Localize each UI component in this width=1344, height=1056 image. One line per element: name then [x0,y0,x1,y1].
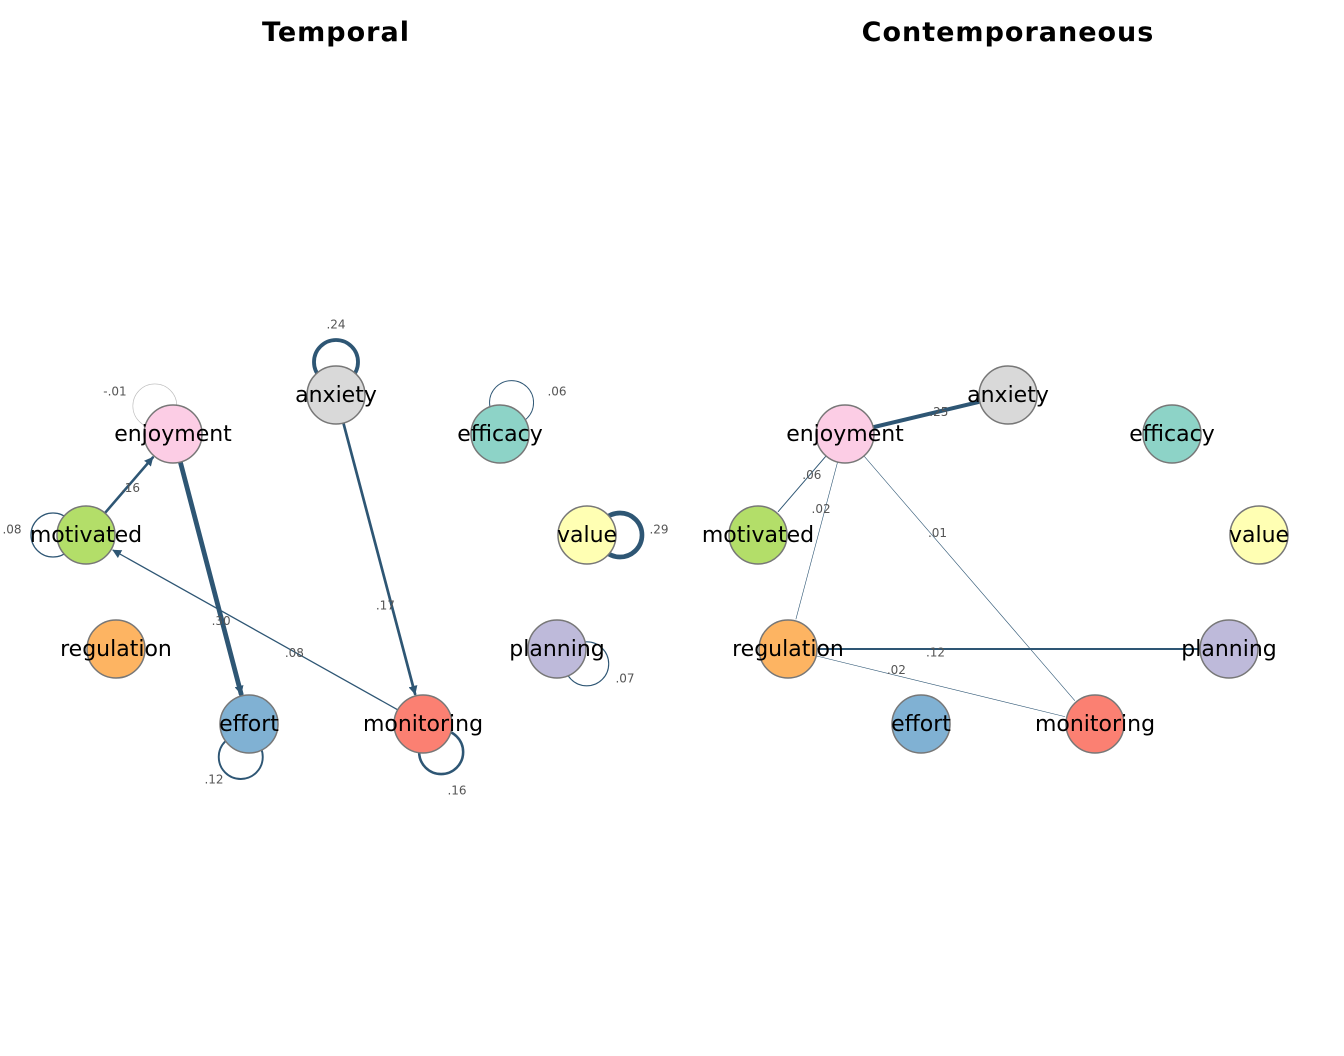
node-efficacy [1142,404,1202,464]
node-label-enjoyment: enjoyment [786,422,904,447]
node-effort [891,694,951,754]
node-label-motivated: motivated [702,523,814,548]
self-loop-label-effort: .12 [204,773,223,787]
edge-enjoyment-monitoring [863,455,1076,701]
edge-label-enjoyment-monitoring: .01 [928,526,947,540]
temporal-panel: Temporal .16 .30 .17 .08 .24 -.01 .06 .08 .29 .07… [2,17,668,798]
node-effort [219,694,279,754]
edge-enjoyment-regulation [795,461,838,620]
temporal-nodes: anxiety efficacy enjoyment motivated value re… [30,365,617,754]
edge-label-motivated-enjoyment: .16 [121,481,140,495]
node-label-enjoyment: enjoyment [114,422,232,447]
self-loop-label-value: .29 [649,523,668,537]
node-label-effort: effort [891,712,951,737]
node-regulation [86,619,146,679]
node-label-value: value [1229,523,1289,548]
edge-enjoyment-motivated [777,455,827,512]
self-loop-label-motivated: .08 [2,523,21,537]
node-anxiety [978,365,1038,425]
edge-enjoyment-effort [177,459,244,697]
edge-label-monitoring-motivated: .08 [285,646,304,660]
edge-label-enjoyment-effort: .30 [212,614,231,628]
node-label-planning: planning [509,637,604,662]
node-label-regulation: regulation [60,637,172,662]
self-loop-label-efficacy: .06 [547,385,566,399]
node-value [1229,505,1289,565]
node-label-effort: effort [219,712,279,737]
node-enjoyment [815,404,875,464]
node-label-motivated: motivated [30,523,142,548]
node-label-anxiety: anxiety [295,383,377,408]
edge-label-anxiety-monitoring: .17 [376,599,395,613]
edge-label-enjoyment-regulation: .02 [812,502,831,516]
self-loop-label-enjoyment: -.01 [103,385,126,399]
node-planning [527,619,587,679]
edge-anxiety-monitoring [342,421,418,696]
node-value [557,505,617,565]
edge-monitoring-motivated [112,549,399,711]
node-label-regulation: regulation [732,637,844,662]
node-monitoring [393,694,453,754]
node-regulation [758,619,818,679]
node-label-anxiety: anxiety [967,383,1049,408]
self-loop-label-monitoring: .16 [447,784,466,798]
node-label-monitoring: monitoring [363,712,483,737]
node-label-monitoring: monitoring [1035,712,1155,737]
node-motivated [56,505,116,565]
node-efficacy [470,404,530,464]
edge-label-enjoyment-anxiety: .25 [929,405,948,419]
contemporaneous-nodes: anxiety efficacy enjoyment motivated value re… [702,365,1289,754]
node-label-efficacy: efficacy [1129,422,1215,447]
contemporaneous-title: Contemporaneous [862,17,1155,48]
edge-enjoyment-anxiety [871,400,980,430]
temporal-title: Temporal [262,17,410,48]
node-enjoyment [143,404,203,464]
contemporaneous-panel: Contemporaneous .25 .06 .02 .01 .12 .02 anxie… [702,17,1289,754]
edge-motivated-enjoyment [103,456,155,515]
node-planning [1199,619,1259,679]
node-label-value: value [557,523,617,548]
contemporaneous-edges: .25 .06 .02 .01 .12 .02 [777,400,1199,717]
node-monitoring [1065,694,1125,754]
node-motivated [728,505,788,565]
self-loop-label-anxiety: .24 [326,318,345,332]
edge-label-regulation-monitoring: .02 [887,663,906,677]
node-label-planning: planning [1181,637,1276,662]
node-label-efficacy: efficacy [457,422,543,447]
node-anxiety [306,365,366,425]
edge-label-enjoyment-motivated: .06 [802,468,821,482]
edge-regulation-monitoring [815,655,1066,717]
self-loop-label-planning: .07 [615,672,634,686]
edge-label-regulation-planning: .12 [926,646,945,660]
